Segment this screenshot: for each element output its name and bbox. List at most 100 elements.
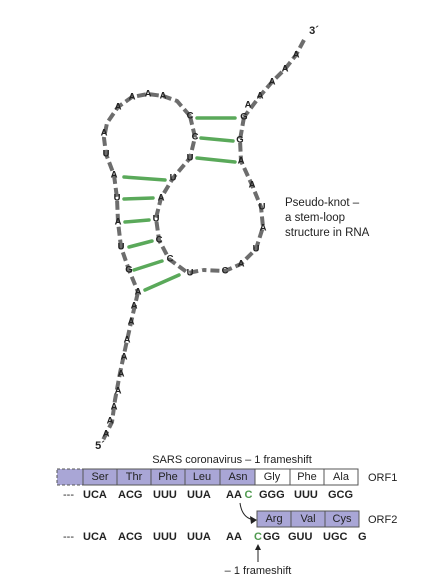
backbone-right-strand (202, 116, 266, 274)
nucleotide: C (192, 132, 199, 143)
nucleotide: A (101, 128, 108, 139)
orf2-label: ORF2 (368, 514, 397, 526)
sequence-prefix: --- (63, 531, 74, 543)
base-pair-line (123, 218, 151, 224)
nucleotide: C (187, 111, 194, 122)
backbone-3prime-tail (242, 39, 306, 119)
nucleotide: A (238, 156, 245, 167)
codon: UUA (187, 489, 211, 501)
backbone-inner-strand (153, 115, 204, 276)
nucleotide: A (282, 64, 289, 75)
codon: UUU (153, 489, 177, 501)
nucleotide: U (153, 214, 160, 225)
orf1-unshaded-frame (254, 468, 359, 486)
shifted-base: C (254, 531, 262, 543)
nucleotide: A (111, 170, 118, 181)
backbone-left-strand (112, 174, 140, 293)
codon: UCA (83, 531, 107, 543)
codon: GUU (288, 531, 313, 543)
five-prime-end-label: 5´ (95, 440, 105, 452)
nucleotide: A (111, 402, 118, 413)
nucleotide: G (236, 135, 243, 146)
amino-acid-label: Ser (91, 471, 108, 483)
orf1-leading-box (56, 468, 84, 486)
codon: UCA (83, 489, 107, 501)
caption-line: a stem-loop (285, 212, 345, 224)
nucleotide: A (115, 217, 122, 228)
nucleotide: A (103, 429, 110, 440)
amino-acid-label: Phe (158, 471, 178, 483)
nucleotide: A (118, 369, 125, 380)
amino-acid-label: Ala (333, 471, 350, 483)
base-pair-line (132, 259, 164, 272)
nucleotide: U (259, 202, 266, 213)
amino-acid-label: Leu (193, 471, 211, 483)
nucleotide: A (257, 91, 264, 102)
nucleotide: A (245, 100, 252, 111)
codon: GGG (259, 489, 285, 501)
nucleotide: A (131, 301, 138, 312)
base-pair-line (195, 156, 237, 164)
nucleotide: A (135, 287, 142, 298)
nucleotide: C (222, 266, 229, 277)
nucleotide: A (124, 335, 131, 346)
nucleotide: A (260, 223, 267, 234)
nucleotide: A (293, 50, 300, 61)
nucleotide: A (249, 180, 256, 191)
amino-acid-label: Phe (297, 471, 317, 483)
orf2-sequence: --- UCA ACG UUU UUA AA C GG GUU UGC G (63, 531, 367, 543)
arrowhead-icon (255, 544, 261, 550)
codon: GCG (328, 489, 353, 501)
backbone-5prime-tail (100, 291, 140, 443)
nucleotide: A (158, 193, 165, 204)
nucleotide: A (121, 352, 128, 363)
codon: ACG (118, 531, 142, 543)
three-prime-end-label: 3´ (309, 25, 319, 37)
nucleotide: A (145, 89, 152, 100)
amino-acid-label: Thr (126, 471, 143, 483)
orf1-label: ORF1 (368, 472, 397, 484)
caption-line: Pseudo-knot – (285, 197, 360, 209)
base-pair-line (199, 136, 235, 143)
codon: UUU (153, 531, 177, 543)
codon: UUU (294, 489, 318, 501)
amino-acid-label: Gly (264, 471, 281, 483)
nucleotide: G (125, 265, 132, 276)
frameshift-label: – 1 frameshift (225, 565, 292, 577)
nucleotide: A (115, 386, 122, 397)
nucleotide: U (253, 244, 260, 255)
nucleotide: U (187, 153, 194, 164)
shifted-base: C (245, 489, 253, 501)
orf2-shaded-frame (256, 510, 360, 528)
nucleotide: A (128, 317, 135, 328)
nucleotide: U (114, 193, 121, 204)
orf1-sequence: --- UCA ACG UUU UUA AA C GGG UUU GCG (63, 489, 353, 501)
nucleotide: U (187, 268, 194, 279)
codon: AA (226, 489, 242, 501)
base-pair-line (127, 239, 154, 249)
base-pair-line (122, 196, 155, 201)
codon: G (358, 531, 367, 543)
codon: UUA (187, 531, 211, 543)
nucleotide: A (238, 259, 245, 270)
nucleotide: A (160, 91, 167, 102)
caption-line: structure in RNA (285, 227, 370, 239)
base-pair-line (122, 175, 167, 182)
base-pair-line (143, 273, 181, 292)
arrowhead-icon (250, 516, 257, 524)
sequence-prefix: --- (63, 489, 74, 501)
codon: ACG (118, 489, 142, 501)
codon: AA (226, 531, 242, 543)
frameshift-panel: SARS coronavirus – 1 frameshift Ser Thr … (56, 454, 397, 577)
amino-acid-label: Asn (229, 471, 248, 483)
nucleotide: A (115, 102, 122, 113)
codon: UGC (323, 531, 348, 543)
codon: GG (263, 531, 280, 543)
nucleotide: C (156, 235, 163, 246)
nucleotide: A (129, 92, 136, 103)
nucleotide: C (167, 254, 174, 265)
nucleotide: U (118, 242, 125, 253)
amino-acid-label: Val (300, 513, 315, 525)
nucleotide: A (107, 416, 114, 427)
nucleotide: U (103, 149, 110, 160)
